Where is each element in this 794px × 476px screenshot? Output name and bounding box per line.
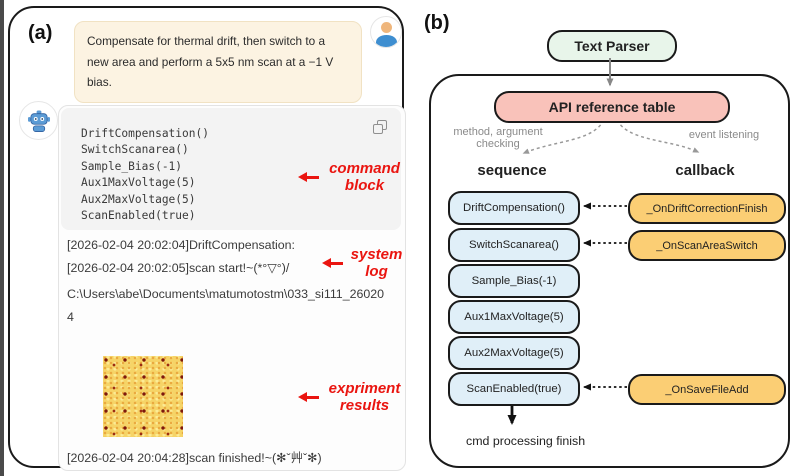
command-line: SwitchScanarea() [81, 143, 189, 157]
figure-left-edge [0, 0, 4, 476]
user-message-bubble: Compensate for thermal drift, then switc… [74, 21, 362, 103]
sequence-node-aux2maxvoltage: Aux2MaxVoltage(5) [448, 336, 580, 370]
api-reference-table-node: API reference table [494, 91, 730, 123]
sequence-node-switchscanarea: SwitchScanarea() [448, 228, 580, 262]
robot-icon [27, 109, 50, 132]
annotation-command-block-text: command block [329, 160, 400, 195]
user-avatar [370, 16, 402, 48]
method-argument-checking-label: method, argument checking [453, 126, 543, 150]
sequence-node-samplebias: Sample_Bias(-1) [448, 264, 580, 298]
callback-node-ondriftcorrectionfinish: _OnDriftCorrectionFinish [628, 193, 786, 224]
command-block-code: DriftCompensation() SwitchScanarea() Sam… [81, 126, 209, 225]
command-line: Sample_Bias(-1) [81, 159, 183, 173]
stm-scan-result-image [103, 356, 183, 437]
callback-node-onscanareaswitch: _OnScanAreaSwitch [628, 230, 786, 261]
panel-a-chat-frame: (a) Compensate for thermal drift, then s… [8, 6, 406, 471]
sequence-node-aux1maxvoltage: Aux1MaxVoltage(5) [448, 300, 580, 334]
text-parser-node: Text Parser [547, 30, 677, 62]
sequence-column-header: sequence [477, 162, 547, 179]
user-avatar-body-icon [376, 35, 397, 47]
cmd-processing-finish-label: cmd processing finish [466, 434, 586, 448]
user-avatar-head-icon [381, 22, 392, 33]
red-left-arrow-icon [298, 391, 320, 403]
sequence-node-scanenabled: ScanEnabled(true) [448, 372, 580, 406]
command-line: Aux2MaxVoltage(5) [81, 192, 196, 206]
red-left-arrow-icon [322, 257, 344, 269]
annotation-experiment-results: expriment results [298, 380, 406, 415]
robot-avatar [19, 101, 58, 140]
annotation-system-log-text: system log [350, 246, 403, 281]
red-left-arrow-icon [298, 171, 320, 183]
system-log-line: [2026-02-04 20:02:05]scan start!~(*°▽°)/ [67, 261, 290, 275]
annotation-system-log: system log [322, 246, 406, 281]
panel-b-label: (b) [424, 12, 450, 34]
callback-node-onsavefileadd: _OnSaveFileAdd [628, 374, 786, 405]
annotation-experiment-results-text: expriment results [328, 380, 401, 415]
assistant-message-box: DriftCompensation() SwitchScanarea() Sam… [58, 105, 406, 471]
callback-column-header: callback [675, 162, 735, 179]
command-line: Aux1MaxVoltage(5) [81, 176, 196, 190]
annotation-command-block: command block [298, 160, 406, 195]
event-listening-label: event listening [688, 129, 760, 141]
command-line: ScanEnabled(true) [81, 209, 196, 223]
command-line: DriftCompensation() [81, 127, 209, 140]
command-block: DriftCompensation() SwitchScanarea() Sam… [61, 108, 401, 230]
sequence-node-driftcompensation: DriftCompensation() [448, 191, 580, 225]
copy-icon-front [373, 124, 383, 134]
system-log-line: [2026-02-04 20:02:04]DriftCompensation: [67, 238, 295, 252]
panel-a-label: (a) [28, 22, 53, 44]
system-log-filepath: C:\Users\abe\Documents\matumotostm\033_s… [67, 287, 385, 324]
system-log-finish-line: [2026-02-04 20:04:28]scan finished!~(✻ˇ艸… [67, 451, 322, 465]
copy-icon[interactable] [373, 120, 387, 134]
